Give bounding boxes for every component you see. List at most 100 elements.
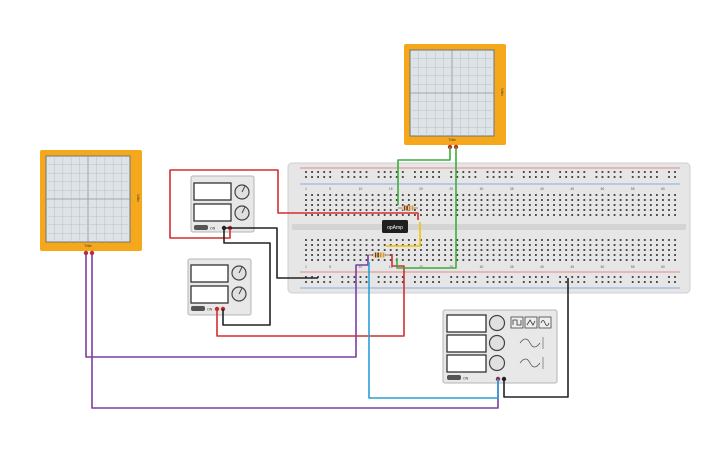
breadboard-hole[interactable] [359, 214, 362, 216]
breadboard-hole[interactable] [674, 209, 676, 211]
breadboard-hole[interactable] [619, 176, 622, 178]
breadboard-hole[interactable] [607, 249, 610, 251]
breadboard-hole[interactable] [401, 259, 404, 261]
breadboard-hole[interactable] [317, 214, 319, 216]
breadboard-hole[interactable] [492, 281, 495, 283]
breadboard-hole[interactable] [510, 239, 513, 241]
breadboard-hole[interactable] [329, 239, 332, 241]
breadboard-hole[interactable] [625, 214, 628, 216]
breadboard-hole[interactable] [631, 176, 634, 178]
breadboard-hole[interactable] [619, 204, 622, 206]
breadboard-hole[interactable] [329, 199, 332, 201]
breadboard-hole[interactable] [438, 171, 440, 173]
breadboard-hole[interactable] [595, 276, 598, 278]
function-generator-offset-knob[interactable] [488, 354, 506, 372]
breadboard-hole[interactable] [407, 199, 410, 201]
breadboard-hole[interactable] [510, 214, 513, 216]
breadboard-hole[interactable] [474, 171, 477, 173]
breadboard-hole[interactable] [649, 194, 652, 196]
breadboard-hole[interactable] [492, 199, 495, 201]
breadboard-hole[interactable] [589, 194, 592, 196]
breadboard-hole[interactable] [631, 249, 634, 251]
breadboard-hole[interactable] [438, 249, 440, 251]
breadboard-hole[interactable] [613, 244, 616, 246]
breadboard-hole[interactable] [637, 276, 640, 278]
breadboard-hole[interactable] [317, 276, 319, 278]
breadboard-hole[interactable] [450, 239, 453, 241]
breadboard-hole[interactable] [438, 259, 440, 261]
breadboard-hole[interactable] [547, 276, 549, 278]
breadboard-hole[interactable] [553, 194, 555, 196]
breadboard-hole[interactable] [498, 176, 501, 178]
breadboard-hole[interactable] [601, 199, 604, 201]
breadboard-hole[interactable] [305, 276, 307, 278]
breadboard-hole[interactable] [438, 254, 440, 256]
breadboard-hole[interactable] [462, 171, 465, 173]
breadboard-hole[interactable] [456, 171, 459, 173]
breadboard-hole[interactable] [668, 254, 670, 256]
breadboard-hole[interactable] [674, 204, 676, 206]
breadboard-hole[interactable] [498, 239, 501, 241]
breadboard-hole[interactable] [438, 214, 440, 216]
breadboard-hole[interactable] [323, 239, 326, 241]
breadboard-hole[interactable] [674, 244, 676, 246]
breadboard-hole[interactable] [649, 199, 652, 201]
breadboard-hole[interactable] [559, 244, 561, 246]
breadboard-hole[interactable] [347, 209, 350, 211]
breadboard-hole[interactable] [589, 199, 592, 201]
breadboard-hole[interactable] [674, 194, 676, 196]
breadboard-hole[interactable] [583, 176, 586, 178]
breadboard-hole[interactable] [444, 199, 447, 201]
breadboard-hole[interactable] [395, 276, 398, 278]
breadboard-hole[interactable] [317, 244, 319, 246]
breadboard-hole[interactable] [649, 204, 652, 206]
breadboard-hole[interactable] [595, 259, 598, 261]
breadboard-hole[interactable] [631, 276, 634, 278]
breadboard-hole[interactable] [414, 176, 416, 178]
breadboard-hole[interactable] [317, 199, 319, 201]
wire-green-scope-top-ground[interactable] [396, 147, 457, 269]
breadboard-hole[interactable] [456, 259, 459, 261]
breadboard-hole[interactable] [607, 209, 610, 211]
breadboard-hole[interactable] [553, 259, 555, 261]
breadboard-hole[interactable] [595, 204, 598, 206]
breadboard-hole[interactable] [371, 244, 374, 246]
breadboard-hole[interactable] [359, 244, 362, 246]
breadboard-hole[interactable] [547, 171, 549, 173]
breadboard-hole[interactable] [619, 239, 622, 241]
breadboard-hole[interactable] [522, 244, 525, 246]
breadboard-hole[interactable] [607, 171, 610, 173]
breadboard-hole[interactable] [383, 194, 386, 196]
breadboard-hole[interactable] [674, 249, 676, 251]
breadboard-hole[interactable] [486, 171, 489, 173]
breadboard-hole[interactable] [662, 239, 664, 241]
breadboard-hole[interactable] [498, 244, 501, 246]
breadboard-hole[interactable] [450, 176, 453, 178]
breadboard-hole[interactable] [510, 194, 513, 196]
breadboard-hole[interactable] [462, 244, 465, 246]
breadboard-hole[interactable] [631, 281, 634, 283]
breadboard-hole[interactable] [504, 214, 507, 216]
breadboard-hole[interactable] [595, 171, 598, 173]
breadboard-hole[interactable] [311, 244, 313, 246]
breadboard-hole[interactable] [528, 259, 531, 261]
breadboard-hole[interactable] [631, 244, 634, 246]
breadboard-hole[interactable] [619, 244, 622, 246]
breadboard-hole[interactable] [535, 214, 537, 216]
breadboard-hole[interactable] [462, 281, 465, 283]
breadboard-hole[interactable] [420, 249, 422, 251]
breadboard-hole[interactable] [353, 244, 356, 246]
breadboard-hole[interactable] [468, 176, 471, 178]
breadboard-hole[interactable] [353, 254, 356, 256]
breadboard-hole[interactable] [631, 214, 634, 216]
breadboard-hole[interactable] [498, 254, 501, 256]
breadboard-hole[interactable] [335, 194, 338, 196]
breadboard-hole[interactable] [456, 199, 459, 201]
breadboard-hole[interactable] [414, 209, 416, 211]
breadboard-hole[interactable] [535, 259, 537, 261]
breadboard-hole[interactable] [395, 204, 398, 206]
breadboard-hole[interactable] [528, 281, 531, 283]
breadboard-hole[interactable] [323, 209, 326, 211]
breadboard-hole[interactable] [486, 204, 489, 206]
breadboard-hole[interactable] [643, 199, 646, 201]
